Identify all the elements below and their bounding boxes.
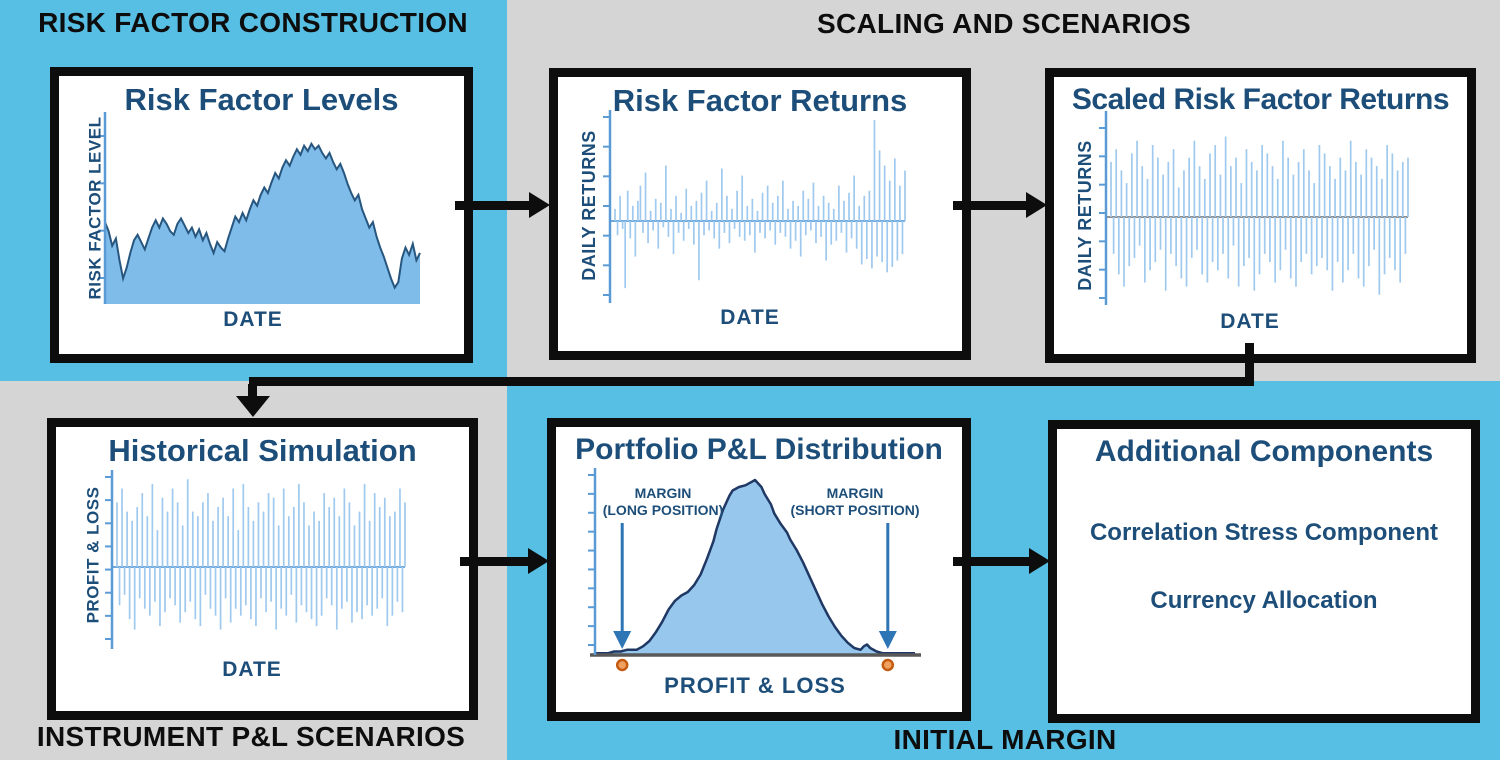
section-label-instrument-pnl-scenarios: INSTRUMENT P&L SCENARIOS <box>36 721 466 752</box>
section-label-scaling-and-scenarios: SCALING AND SCENARIOS <box>817 8 1191 39</box>
panel-title: Additional Components <box>1094 435 1434 468</box>
panel-risk-factor-returns: Risk Factor Returns DAILY RETURNS DATE <box>549 68 971 360</box>
panel-title: Risk Factor Returns <box>612 83 908 118</box>
arrow-returns-to-scaled-head <box>1026 192 1047 218</box>
arrow-scaled-to-simulation-head <box>236 396 270 417</box>
area-outline <box>104 141 421 290</box>
y-axis-ticks <box>105 476 112 640</box>
margin-long-arrow <box>613 523 632 672</box>
section-label-initial-margin: INITIAL MARGIN <box>893 724 1117 755</box>
x-axis-label: DATE <box>223 308 283 331</box>
chart-pnl-distribution <box>588 468 921 672</box>
chart-risk-factor-levels <box>98 112 421 304</box>
panel-risk-factor-levels: Risk Factor Levels RISK FACTOR LEVEL DAT… <box>50 67 473 363</box>
distribution-fill <box>595 480 915 655</box>
y-axis-ticks <box>603 116 610 296</box>
margin-short-position-label: MARGIN (SHORT POSITION) <box>790 485 920 518</box>
arrow-levels-to-returns-shaft <box>455 201 529 210</box>
chart-historical-simulation <box>105 470 406 649</box>
margin-short-arrow <box>878 523 897 672</box>
margin-long-position-label: MARGIN (LONG POSITION) <box>602 485 724 518</box>
distribution-outline <box>595 478 915 655</box>
margin-dot <box>615 658 629 672</box>
panel-title: Portfolio P&L Distribution <box>575 433 943 466</box>
arrow-distribution-to-components-head <box>1029 548 1050 574</box>
arrow-returns-to-scaled-shaft <box>953 201 1026 210</box>
panel-historical-simulation: Historical Simulation PROFIT & LOSS DATE <box>47 418 478 720</box>
arrow-simulation-to-distribution-head <box>528 548 549 574</box>
component-item-currency-allocation: Currency Allocation <box>1150 587 1378 614</box>
y-axis-ticks <box>98 135 105 279</box>
chart-scaled-risk-factor-returns <box>1099 111 1409 305</box>
bars-group <box>1110 136 1409 295</box>
panel-title: Historical Simulation <box>108 433 417 468</box>
x-axis-label: DATE <box>1220 310 1280 333</box>
y-axis-ticks <box>588 474 595 646</box>
panel-scaled-risk-factor-returns: Scaled Risk Factor Returns DAILY RETURNS… <box>1045 68 1476 363</box>
component-item-correlation-stress: Correlation Stress Component <box>1089 519 1439 546</box>
arrow-scaled-to-simulation-horizontal <box>249 377 1254 386</box>
section-label-risk-factor-construction: RISK FACTOR CONSTRUCTION <box>38 7 468 38</box>
x-axis-label: PROFIT & LOSS <box>664 673 846 698</box>
panel-portfolio-pnl-distribution: Portfolio P&L Distribution MARGIN (LONG … <box>547 418 971 721</box>
chart-risk-factor-returns <box>603 110 906 303</box>
x-axis-label: DATE <box>720 306 780 329</box>
arrow-scaled-to-simulation-stub <box>248 384 257 398</box>
arrow-scaled-to-simulation-vertical <box>1245 343 1254 386</box>
panel-additional-components: Additional Components Correlation Stress… <box>1048 420 1480 723</box>
bars-group <box>116 479 406 630</box>
margin-dot <box>881 658 895 672</box>
area-fill <box>105 143 420 304</box>
arrow-simulation-to-distribution-shaft <box>460 557 528 566</box>
panel-title: Risk Factor Levels <box>124 82 399 117</box>
bars-group <box>614 120 906 289</box>
arrow-distribution-to-components-shaft <box>953 557 1029 566</box>
y-axis-ticks <box>1099 127 1106 299</box>
x-axis-label: DATE <box>222 658 282 681</box>
arrow-levels-to-returns-head <box>529 192 550 218</box>
panel-title: Scaled Risk Factor Returns <box>1071 83 1450 116</box>
